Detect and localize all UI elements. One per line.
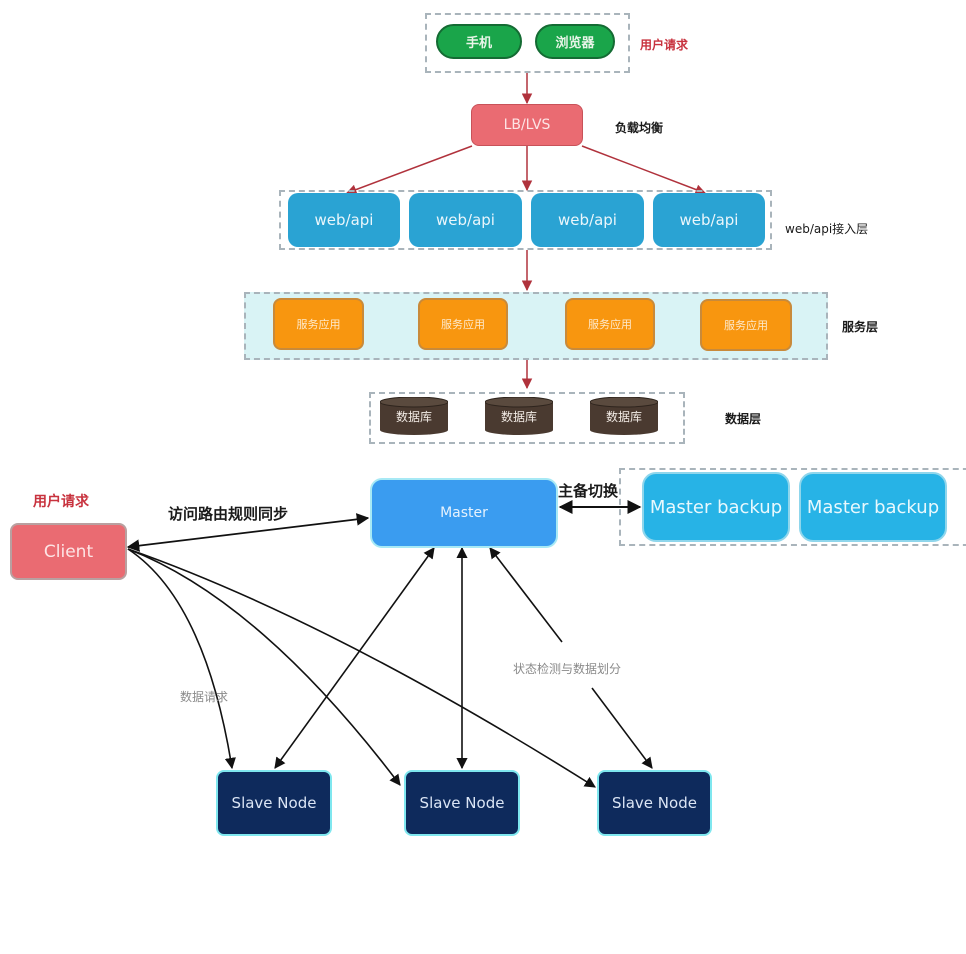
database-label: 数据库: [500, 409, 537, 424]
master-node[interactable]: Master: [370, 478, 558, 548]
lb-lvs-node[interactable]: LB/LVS: [471, 104, 583, 146]
route-sync-label: 访问路由规则同步: [168, 505, 289, 523]
user-request-group: [425, 13, 630, 73]
load-balance-label: 负载均衡: [615, 121, 664, 135]
database-node-1[interactable]: 数据库: [380, 397, 448, 435]
database-node-2[interactable]: 数据库: [485, 397, 553, 435]
data-layer-group: [369, 392, 685, 444]
service-node-3[interactable]: 服务应用: [565, 298, 655, 350]
service-node-1[interactable]: 服务应用: [273, 298, 364, 350]
database-cylinder-icon: [485, 397, 553, 435]
master-backup-node-1[interactable]: Master backup: [642, 472, 790, 542]
arrow-master-slave-1: [274, 547, 435, 769]
slave-node-3[interactable]: Slave Node: [597, 770, 712, 836]
slave-node-2[interactable]: Slave Node: [404, 770, 520, 836]
browser-node[interactable]: 浏览器: [535, 24, 615, 59]
web-api-node-3[interactable]: web/api: [531, 193, 644, 247]
service-node-2[interactable]: 服务应用: [418, 298, 508, 350]
arrow-client-to-slave-1: [127, 548, 236, 770]
service-layer-label: 服务层: [842, 320, 879, 334]
data-request-label: 数据请求: [180, 690, 229, 704]
arrow-slave-3-to-master: [489, 547, 563, 643]
arrow-lb-to-web-4: [581, 145, 706, 195]
slave-node-1[interactable]: Slave Node: [216, 770, 332, 836]
arrow-client-to-slave-2: [127, 548, 401, 786]
user-request-label: 用户请求: [640, 38, 689, 52]
failover-label: 主备切换: [558, 482, 619, 500]
web-api-node-4[interactable]: web/api: [653, 193, 765, 247]
service-node-4[interactable]: 服务应用: [700, 299, 792, 351]
arrow-lb-to-web-1: [346, 145, 473, 195]
web-api-node-2[interactable]: web/api: [409, 193, 522, 247]
database-cylinder-icon: [590, 397, 658, 435]
master-backup-group: [619, 468, 966, 546]
client-node[interactable]: Client: [10, 523, 127, 580]
mobile-node[interactable]: 手机: [436, 24, 522, 59]
health-partition-label: 状态检测与数据划分: [513, 662, 622, 676]
arrow-master-to-slave-3: [591, 687, 653, 769]
client-user-request-label: 用户请求: [33, 494, 89, 510]
master-backup-node-2[interactable]: Master backup: [799, 472, 947, 542]
web-layer-label: web/api接入层: [785, 222, 869, 236]
web-layer-group: [279, 190, 772, 250]
database-cylinder-icon: [380, 397, 448, 435]
data-layer-label: 数据层: [725, 412, 762, 426]
database-label: 数据库: [395, 409, 432, 424]
web-api-node-1[interactable]: web/api: [288, 193, 400, 247]
database-label: 数据库: [605, 409, 642, 424]
database-node-3[interactable]: 数据库: [590, 397, 658, 435]
